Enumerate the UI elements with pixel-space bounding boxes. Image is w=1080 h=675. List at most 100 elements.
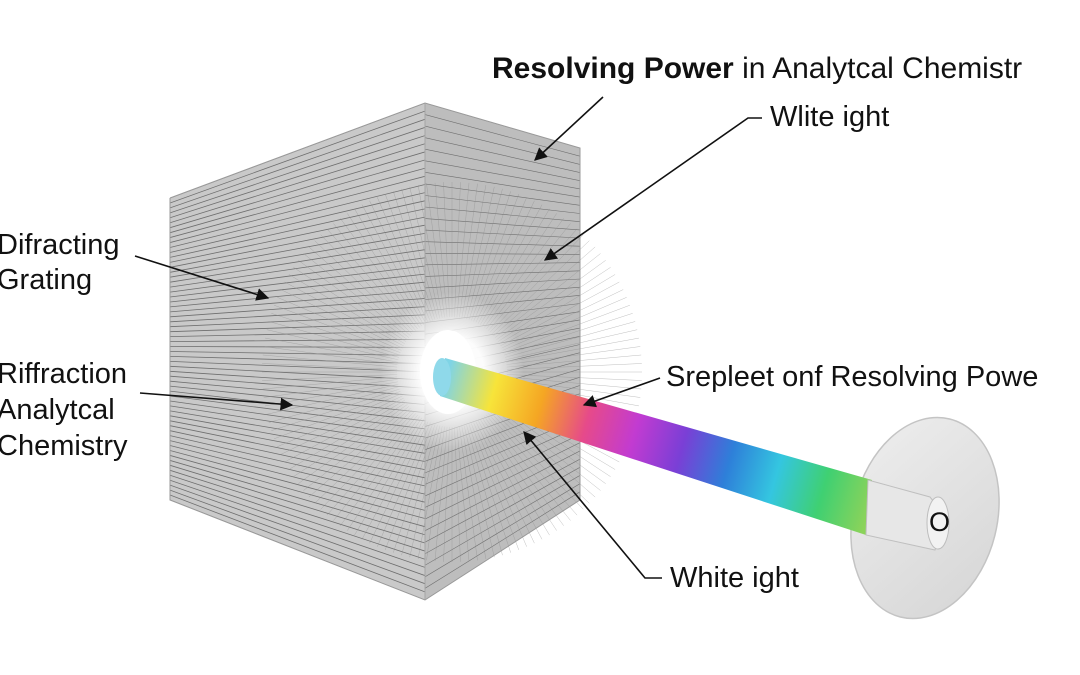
grating-line [170,265,425,298]
grating-line [425,270,580,277]
title-rest: in Analytcal Chemistr [733,52,1023,85]
diffraction-ray [263,379,398,398]
white-light-bottom-label: White ight [670,562,799,594]
grating-line [170,127,425,214]
diffraction-ray [320,411,415,510]
grating-line [425,172,580,198]
diffraction-ray [293,402,407,477]
white-light-bottom-arrow [523,431,662,579]
grating-line [170,385,425,413]
grating-line [170,330,425,337]
grating-line [170,281,425,308]
grating-line [170,167,425,238]
grating-line [170,175,425,243]
grating-line [170,159,425,234]
grating-line [425,241,580,247]
grating-line [170,273,425,303]
grating-line [170,110,425,204]
grating-line [170,494,425,593]
grating-line [170,430,425,487]
grating-label-line1: Difracting [0,229,120,261]
grating-line [170,435,425,495]
diffraction-ray [499,274,616,345]
grating-line [170,257,425,293]
grating-line [425,195,580,214]
grating-line [170,135,425,219]
grating-line [170,464,425,544]
diffraction-ray [274,304,401,353]
diffraction-ray [303,253,410,338]
diffraction-ray [486,223,571,330]
spectrum-label: Srepleet onf Resolving Powe [666,361,1039,393]
diffraction-ray [504,321,636,358]
diffraction-ray [502,297,627,351]
diffraction-ray [506,354,642,368]
grating-line [425,491,580,589]
grating-line [170,233,425,278]
diffraction-ray [504,313,633,356]
diffraction-ray [268,321,400,358]
diffraction-ray [333,414,418,521]
diffraction-ray [314,409,413,504]
diffraction-ray [505,329,638,361]
grating-line [425,148,580,181]
grating-line [170,143,425,224]
grating-line [170,184,425,248]
white-light-top-label: Wlite ight [770,101,890,133]
diffraction-ray [303,406,410,491]
grating-line [170,455,425,528]
spectrum-beam [440,358,872,535]
diffraction-ray [347,417,422,531]
detector-label: O [929,507,950,537]
grating-line [425,160,580,190]
riffraction-label-line3: Chemistry [0,430,128,462]
white-light-top-arrow [543,117,762,261]
diffraction-ray [484,218,564,328]
grating-line [170,410,425,454]
grating-line [425,278,580,289]
diffraction-ray [277,297,402,351]
grating-line [425,125,580,165]
diffraction-ray [271,388,400,431]
grating-line [170,445,425,511]
diffraction-ray [482,213,557,327]
diffraction-ray [491,409,590,504]
page-title: Resolving Power in Analytcal Chemistr [492,52,1022,86]
diffraction-ray [506,376,642,390]
diffraction-ray [288,274,405,345]
diffraction-ray [506,363,642,370]
grating-line [170,479,425,568]
diffraction-ray [284,397,404,463]
grating-line [170,290,425,313]
diffraction-ray [493,408,596,498]
diffraction-ray [497,267,611,342]
diffraction-ray [308,408,411,498]
beam-end-cap [926,496,950,550]
grating-line [170,440,425,503]
grating-line [170,224,425,273]
diffraction-ray [489,411,584,510]
diffraction-ray [262,363,398,370]
grating-line [170,118,425,209]
diffraction-ray [506,337,639,363]
grating-line [425,183,580,206]
diffraction-ray [265,337,398,363]
grating-line [170,375,425,397]
diffraction-ray [488,413,578,516]
grating-line [425,458,580,543]
diffraction-ray [491,240,590,335]
title-bold: Resolving Power [492,52,734,85]
leader-lines [134,96,762,579]
grating-line [425,426,580,497]
grating-line [170,400,425,438]
grating-line [425,206,580,222]
diffraction-ray [333,223,418,330]
diffraction-ray [347,213,422,327]
diffraction-ray [262,376,398,390]
grating-line [170,460,425,536]
diffraction-ray [274,391,401,440]
diffraction-ray [489,234,584,333]
grating-line [170,395,425,430]
grating-line [170,390,425,422]
